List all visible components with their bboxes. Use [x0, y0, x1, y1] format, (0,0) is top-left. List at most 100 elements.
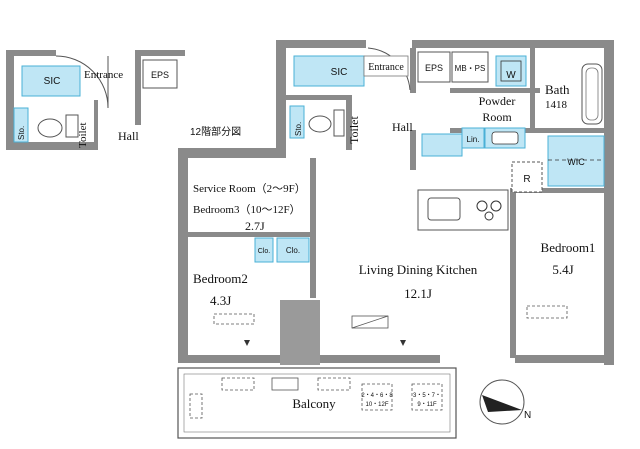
wall-bedroom1-top — [516, 188, 606, 193]
mbps-box — [451, 51, 489, 83]
entrance-label-box — [363, 55, 409, 77]
wall-eps-left — [410, 48, 416, 93]
inset-toilet-label: Toilet — [77, 122, 89, 148]
window-marker-1 — [244, 340, 250, 346]
balcony-note-a-1: 2・4・6・8 — [361, 393, 393, 399]
inset-plan: SIC Entrance EPS Sto. Toilet Hall 12階部分図 — [6, 50, 241, 150]
closet-1-label: Clo. — [258, 248, 271, 255]
sic-label: SIC — [331, 67, 348, 78]
balcony-unit-2 — [271, 377, 299, 391]
washbasin-icon — [491, 131, 519, 145]
balcony-outline — [177, 367, 457, 439]
ldk-vent-diagonal — [351, 315, 389, 329]
compass-ring — [479, 379, 525, 425]
powder-room-label-1: Powder — [479, 94, 516, 108]
wall-powder-bottom — [450, 128, 606, 133]
hall-label: Hall — [392, 120, 413, 134]
sto-box — [289, 105, 305, 139]
balcony-area: Balcony 2・4・6・8 10・12F 3・5・7・ 9・11F — [177, 367, 457, 439]
wall-toilet-right — [346, 95, 352, 150]
balcony-unit-3 — [317, 377, 351, 391]
wall-top-left — [276, 40, 366, 48]
closet-1-box — [254, 237, 274, 263]
closet-2-box — [276, 237, 310, 263]
mbps-label: MB・PS — [455, 64, 486, 73]
sink-icon — [427, 197, 461, 221]
wall-right — [604, 40, 614, 365]
bathtub-inner — [585, 67, 599, 121]
wall-upper-left — [276, 40, 286, 155]
hall-cabinet-box — [421, 133, 463, 157]
window-marker-2 — [400, 340, 406, 346]
sic-box — [293, 55, 365, 87]
wall-bedroom1-left — [510, 188, 516, 358]
stove-burner-2-icon — [490, 200, 502, 212]
inset-entrance-door-arc — [55, 55, 109, 109]
wall-hall-right — [410, 130, 416, 170]
inset-wall-top — [6, 50, 56, 56]
refrigerator-label: R — [523, 174, 530, 185]
balcony-label: Balcony — [292, 396, 336, 411]
stove-burner-1-icon — [476, 200, 488, 212]
toilet-label: Toilet — [347, 116, 361, 144]
wall-top-right — [412, 40, 612, 48]
entrance-label: Entrance — [368, 62, 404, 73]
inset-entrance-label: Entrance — [84, 69, 123, 81]
bedroom1-label: Bedroom1 — [541, 240, 596, 255]
wall-service-top — [178, 148, 286, 158]
inset-wall-mid — [135, 50, 141, 125]
balcony-inner — [183, 373, 451, 433]
inset-toilet-bowl-icon — [37, 118, 63, 138]
bedroom3-size-label: 2.7J — [245, 219, 265, 233]
toilet-bowl-icon — [308, 115, 332, 133]
inset-hall-label: Hall — [118, 129, 139, 143]
balcony-note-b-1: 3・5・7・ — [413, 393, 441, 399]
main-plan: SIC Entrance EPS MB・PS W Bath 1418 Powde… — [178, 40, 614, 365]
compass-arrow-icon — [482, 395, 522, 412]
inset-sto-label: Sto. — [17, 126, 26, 140]
wall-entrance-bottom — [286, 95, 352, 100]
balcony-note-b-box — [411, 383, 443, 411]
bedroom3-label: Bedroom3（10～12F） — [193, 203, 301, 216]
inset-wall-bottom — [6, 142, 96, 150]
powder-room-label-2: Room — [482, 110, 512, 124]
ldk-vent — [351, 315, 389, 329]
wall-powder-top — [450, 88, 540, 93]
inset-wall-left — [6, 50, 14, 150]
bedroom2-label: Bedroom2 — [193, 271, 248, 286]
closet-2-label: Clo. — [286, 246, 300, 255]
service-room-label: Service Room（2～9F） — [193, 182, 306, 195]
balcony-unit-4 — [189, 393, 203, 419]
inset-sto-box — [13, 107, 29, 143]
wall-bottom-right — [515, 355, 605, 363]
bath-size-label: 1418 — [545, 99, 568, 111]
lin-label: Lin. — [467, 135, 480, 144]
inset-floor-note: 12階部分図 — [190, 125, 241, 138]
sto-label: Sto. — [294, 122, 303, 136]
bath-label: Bath — [545, 82, 570, 97]
bedroom2-size-label: 4.3J — [210, 293, 231, 308]
washer-icon — [500, 60, 522, 82]
bedroom2-vent — [213, 313, 255, 325]
compass-north-label: N — [524, 410, 531, 421]
wall-service-right — [310, 158, 316, 298]
wall-bedroom-divider — [188, 232, 310, 237]
refrigerator-box — [511, 161, 543, 193]
balcony-unit-1 — [221, 377, 255, 391]
eps-box — [417, 51, 451, 83]
bedroom1-vent — [526, 305, 568, 319]
wic-label: WIC — [567, 157, 585, 167]
balcony-note-a-2: 10・12F — [365, 402, 388, 408]
wall-bottom-mid — [320, 355, 440, 363]
inset-wall-top-right — [140, 50, 185, 56]
inset-eps-box — [142, 59, 178, 89]
stove-burner-3-icon — [484, 211, 494, 221]
inset-eps-label: EPS — [151, 70, 169, 80]
wall-left — [178, 148, 188, 363]
balcony-note-b-2: 9・11F — [417, 402, 437, 408]
balcony-note-a-box — [361, 383, 393, 411]
wic-box — [547, 135, 605, 187]
wall-bath-left — [530, 48, 535, 133]
wall-bottom-left — [188, 355, 280, 363]
